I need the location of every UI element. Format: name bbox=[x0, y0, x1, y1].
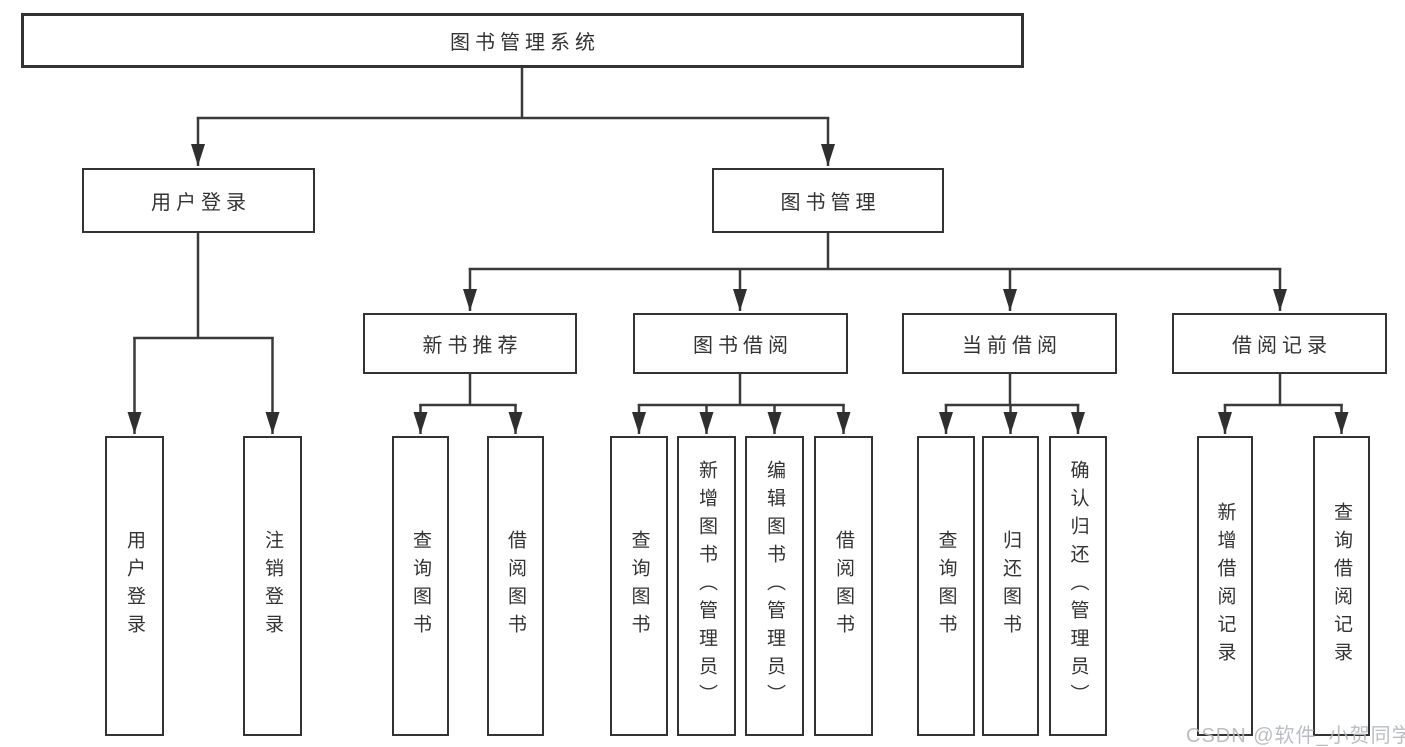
leaf-borrow-edit-book-admin: 编辑图书（管理员） bbox=[745, 436, 804, 736]
leaf-current-confirm-return-admin: 确认归还（管理员） bbox=[1049, 436, 1107, 736]
leaf-logout: 注销登录 bbox=[243, 436, 302, 736]
node-label: 查询图书 bbox=[935, 530, 957, 642]
node-label: 借阅记录 bbox=[1232, 335, 1332, 357]
node-borrow-record: 借阅记录 bbox=[1172, 313, 1387, 374]
node-label: 确认归还（管理员） bbox=[1067, 460, 1089, 712]
node-label: 借阅图书 bbox=[833, 530, 854, 642]
leaf-newbook-query-book: 查询图书 bbox=[392, 436, 449, 736]
node-label: 用户登录 bbox=[124, 530, 145, 642]
node-label: 当前借阅 bbox=[962, 335, 1062, 357]
node-book-borrow: 图书借阅 bbox=[633, 313, 848, 374]
node-user-login: 用户登录 bbox=[82, 168, 315, 233]
node-label: 查询图书 bbox=[628, 530, 650, 642]
leaf-current-query-book: 查询图书 bbox=[917, 436, 975, 736]
node-label: 查询图书 bbox=[410, 530, 431, 642]
node-label: 编辑图书（管理员） bbox=[764, 460, 785, 712]
node-book-management: 图书管理 bbox=[712, 168, 944, 233]
node-label: 图书借阅 bbox=[693, 335, 793, 357]
leaf-record-query-borrow-record: 查询借阅记录 bbox=[1313, 436, 1370, 736]
node-label: 查询借阅记录 bbox=[1331, 502, 1352, 670]
leaf-borrow-add-book-admin: 新增图书（管理员） bbox=[677, 436, 736, 736]
leaf-record-add-borrow-record: 新增借阅记录 bbox=[1197, 436, 1253, 736]
node-label: 新增图书（管理员） bbox=[696, 460, 717, 712]
node-label: 用户登录 bbox=[151, 192, 251, 214]
node-library-management-system: 图书管理系统 bbox=[21, 13, 1024, 68]
node-label: 借阅图书 bbox=[505, 530, 526, 642]
leaf-newbook-borrow-book: 借阅图书 bbox=[487, 436, 544, 736]
node-label: 图书管理系统 bbox=[450, 32, 600, 54]
leaf-user-login: 用户登录 bbox=[105, 436, 164, 736]
leaf-borrow-borrow-book: 借阅图书 bbox=[814, 436, 873, 736]
node-label: 新增借阅记录 bbox=[1214, 502, 1236, 670]
leaf-current-return-book: 归还图书 bbox=[982, 436, 1039, 736]
node-label: 归还图书 bbox=[1000, 530, 1021, 642]
csdn-watermark: CSDN @软件_小贺同学 bbox=[1186, 725, 1405, 747]
node-label: 新书推荐 bbox=[422, 335, 523, 357]
leaf-borrow-query-book: 查询图书 bbox=[610, 436, 668, 736]
node-current-borrow: 当前借阅 bbox=[902, 313, 1117, 374]
node-new-book-recommend: 新书推荐 bbox=[363, 313, 577, 374]
node-label: 图书管理 bbox=[780, 192, 881, 214]
node-label: 注销登录 bbox=[262, 530, 283, 642]
